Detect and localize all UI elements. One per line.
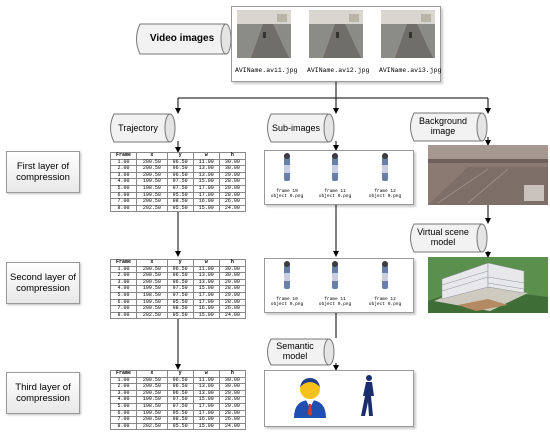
table-cell: 15.00 (192, 422, 220, 431)
sub-caption-6-object: object 0.png (368, 302, 402, 307)
table-cell: 8.00 (109, 311, 138, 320)
sub-images-label: Sub-images (271, 123, 321, 133)
video-frame-1 (237, 10, 291, 58)
walking-person-icon (361, 375, 374, 416)
table-cell: 202.50 (136, 311, 168, 320)
sub-caption-3-object: object 0.png (368, 194, 402, 199)
virtual-scene-label: Virtual scene model (417, 227, 469, 248)
sub-caption-1-frame: frame 10 (276, 189, 298, 194)
sub-images-cylinder (267, 113, 335, 143)
third-layer-label: Third layer of compression (6, 372, 80, 414)
video-frame-2-caption: AVIName.avi2.jpg (307, 67, 370, 74)
video-frame-1-caption: AVIName.avi1.jpg (235, 67, 298, 74)
sub-caption-6-frame: frame 12 (374, 297, 396, 302)
sub-caption-2-frame: frame 11 (324, 189, 346, 194)
background-label: Background image (418, 116, 468, 137)
sub-caption-4-object: object 0.png (270, 302, 304, 307)
sub-caption-5-frame: frame 11 (324, 297, 346, 302)
table-cell: 95.50 (166, 204, 194, 213)
video-frame-3 (381, 10, 435, 58)
semantic-cylinder (267, 338, 335, 366)
video-images-cylinder (136, 23, 232, 55)
table-cell: 95.50 (166, 311, 194, 320)
video-frame-thumbnails (237, 10, 435, 58)
video-images-label: Video images (149, 33, 215, 44)
trajectory-cylinder (110, 113, 176, 143)
background-cylinder (410, 112, 488, 142)
semantic-panel (264, 370, 414, 427)
virtual-scene-cylinder (410, 223, 488, 253)
table-cell: 24.00 (218, 204, 247, 213)
first-layer-label: First layer of compression (6, 151, 80, 193)
sub-caption-2-object: object 0.png (318, 194, 352, 199)
sub-images-figures-1 (284, 153, 388, 181)
second-layer-label: Second layer of compression (6, 262, 80, 304)
background-image (428, 145, 548, 205)
table-cell: 24.00 (218, 311, 247, 320)
video-frame-2 (309, 10, 363, 58)
table-cell: 202.50 (136, 422, 168, 431)
table-cell: 202.50 (136, 204, 168, 213)
virtual-scene-image (428, 257, 548, 313)
sub-caption-3-frame: frame 12 (374, 189, 396, 194)
sub-caption-5-object: object 0.png (318, 302, 352, 307)
semantic-label: Semantic model (276, 341, 314, 362)
table-cell: 15.00 (192, 311, 220, 320)
table-cell: 8.00 (109, 422, 138, 431)
table-cell: 95.50 (166, 422, 194, 431)
sub-caption-1-object: object 0.png (270, 194, 304, 199)
table-cell: 8.00 (109, 204, 138, 213)
sub-images-figures-2 (284, 261, 388, 289)
sub-caption-4-frame: frame 10 (276, 297, 298, 302)
person-avatar-icon (294, 378, 326, 418)
table-cell: 15.00 (192, 204, 220, 213)
video-frame-3-caption: AVIName.avi3.jpg (379, 67, 442, 74)
table-cell: 24.00 (218, 422, 247, 431)
trajectory-label: Trajectory (118, 123, 158, 133)
